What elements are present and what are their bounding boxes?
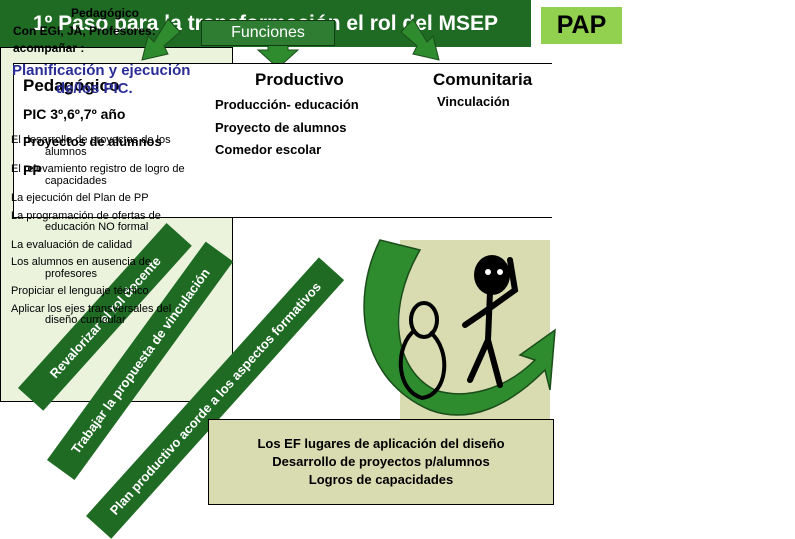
- bottom-info-line: Los EF lugares de aplicación del diseño: [257, 436, 505, 451]
- productivo-line: Producción- educación: [215, 97, 359, 112]
- bottom-info-line: Desarrollo de proyectos p/alumnos: [272, 454, 490, 469]
- right-panel-highlight: Planificación y ejecución: [12, 62, 191, 79]
- bottom-info-line: Logros de capacidades: [308, 472, 454, 487]
- funciones-label: Funciones: [201, 20, 335, 46]
- right-panel-highlight: de/los PIC.: [56, 80, 133, 97]
- arrow-right-icon: [400, 18, 440, 61]
- pedagogico-line: Proyectos de alumnos: [23, 134, 162, 149]
- right-panel-title: Pedagógico: [71, 6, 140, 20]
- list-item: La evaluación de calidad: [11, 238, 133, 251]
- productivo-line: Comedor escolar: [215, 142, 322, 157]
- thinking-figures-illustration: [363, 239, 556, 416]
- pedagogico-line: PP: [23, 162, 42, 178]
- productivo-line: Proyecto de alumnos: [215, 120, 347, 135]
- list-item: La ejecución del Plan de PP: [11, 192, 149, 204]
- pedagogico-line: PIC 3º,6º,7º año: [23, 106, 126, 122]
- right-panel-subtitle: acompañar :: [13, 41, 85, 55]
- arrow-left-icon: [141, 18, 181, 61]
- comunitaria-panel: Comunitaria Vinculación: [399, 63, 552, 218]
- bottom-info-box: Los EF lugares de aplicación del diseño …: [208, 419, 554, 505]
- comunitaria-title: Comunitaria: [433, 70, 533, 89]
- productivo-title: Productivo: [255, 70, 344, 89]
- pedagogico-title: Pedagógico: [23, 76, 120, 95]
- pedagogico-panel: Pedagógico PIC 3º,6º,7º año Proyectos de…: [13, 63, 208, 218]
- comunitaria-line: Vinculación: [437, 94, 510, 109]
- list-item: Propiciar el lenguaje técnico: [11, 285, 149, 297]
- right-panel-subtitle: Con EGI, JA, Profesores:: [13, 24, 156, 38]
- productivo-panel: Productivo Producción- educación Proyect…: [207, 63, 400, 218]
- pap-label: PAP: [541, 7, 622, 44]
